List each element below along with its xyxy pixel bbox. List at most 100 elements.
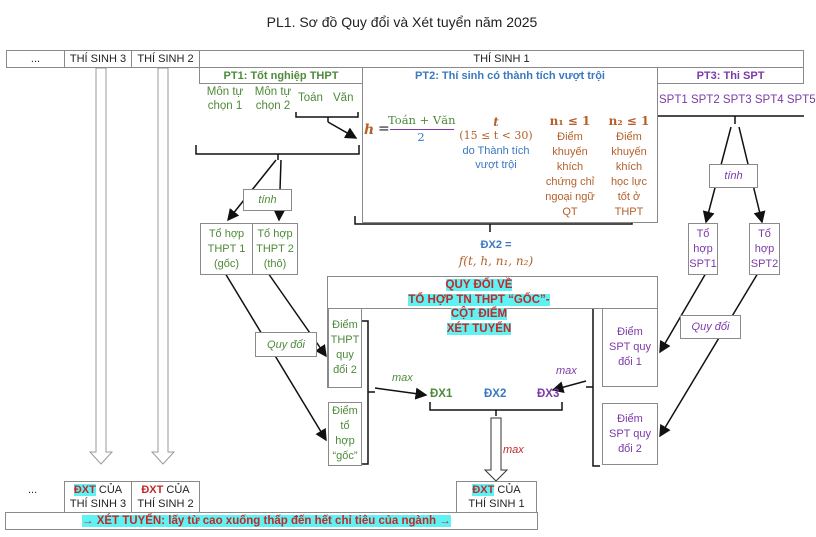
max-right-label: max [556,365,577,377]
spt-converted1-line: Điểm [617,326,643,338]
thpt-combo2: Tổ hợp THPT 2 (thô) [252,223,298,275]
pt3-convert-label: Quy đổi [691,321,730,333]
max-to-dx3-arrow [551,380,587,394]
t-desc-line2: vượt trội [475,159,517,171]
spt-converted1-line: SPT quy [609,341,651,353]
spt-combo2-line: SPT2 [750,257,779,270]
dxt-label: ĐXT [472,484,495,496]
h-equals: = [378,121,390,137]
pt1-header-text: PT1: Tốt nghiệp THPT [223,69,339,82]
bottom-candidate1-label: THÍ SINH 1 [468,498,525,510]
thpt-converted-line: Điểm [332,319,358,331]
of-label: CỦA [494,484,521,496]
dx3-label: ĐX3 [537,388,560,400]
pt2-header-text: PT2: Thí sinh có thành tích vượt trội [415,69,605,82]
h-variable: h [364,122,375,138]
pt3-subjects: SPT1 SPT2 SPT3 SPT4 SPT5 [659,94,816,106]
thpt-converted-line: đổi 2 [333,364,357,376]
dxt-label: ĐXT [73,484,96,496]
conversion-title-line: QUY ĐỔI VỀ [445,279,513,291]
conversion-title-line: TỔ HỢP TN THPT “GỐC”- [408,293,550,306]
n1-description: Điểm khuyến khích chứng chỉ ngoại ngữ QT [540,130,600,220]
thpt-origin-line: hợp [335,435,355,447]
elective2: Môn tự chọn 2 [251,86,295,114]
pt1-convert-label: Quy đổi [267,338,305,351]
thpt-converted-line: THPT [330,334,360,346]
candidate3-label: THÍ SINH 3 [69,53,127,65]
elective2-line2: chọn 2 [255,99,291,112]
bottom-cell-candidate1: ĐXT CỦA THÍ SINH 1 [456,481,537,513]
dx-bracket [429,402,563,416]
max-left-label: max [392,372,413,384]
dxt-label: ĐXT [141,484,164,496]
pt1-header: PT1: Tốt nghiệp THPT [199,67,363,84]
elective1: Môn tự chọn 1 [203,86,247,114]
top-cell-candidate2: THÍ SINH 2 [131,50,200,68]
n2-desc-line: THPT [614,206,644,218]
pt3-convert-box: Quy đổi [680,315,741,339]
admission-note: → XÉT TUYỂN: lấy từ cao xuống thấp đến h… [82,513,451,529]
thpt-converted-score-box: Điểm THPT quy đổi 2 [328,308,362,388]
n1-desc-line: khuyến [552,146,588,158]
spt-converted2-line: đổi 2 [618,442,642,455]
dx2-result-label: ĐX2 [484,388,507,400]
n1-desc-line: khích [556,161,584,173]
top-cell-candidate1: THÍ SINH 1 [199,50,804,68]
spt-combo1-line: SPT1 [689,257,717,270]
n2-description: Điểm khuyến khích học lực tốt ở THPT [602,130,656,220]
thpt-converted-line: quy [336,349,354,361]
spt-combo2-line: Tổ [758,227,771,240]
thpt-combo1-line: (gốc) [213,257,240,270]
candidate2-label: THÍ SINH 2 [137,53,194,65]
h-denominator: 2 [417,130,425,144]
bottom-candidate3-label: THÍ SINH 3 [69,498,127,510]
n1-desc-line: chứng chỉ [545,176,595,188]
pt3-header-text: PT3: Thi SPT [696,69,765,82]
thpt-origin-line: “gốc” [332,450,358,462]
n2-desc-line: tốt ở [617,191,641,203]
candidate3-down-arrow [88,67,114,465]
pt3-compute-box: tính [709,164,758,188]
n2-desc-line: khuyến [611,146,647,158]
thpt-combo2-line: THPT 2 [256,242,294,255]
candidate1-label: THÍ SINH 1 [473,53,530,65]
n2-desc-line: khích [615,161,643,173]
pt2-header: PT2: Thí sinh có thành tích vượt trội [362,67,658,84]
spt-converted2-line: Điểm [617,412,643,425]
spt1-to-converted1-arrow [659,272,707,354]
n1-desc-line: QT [562,206,578,218]
spt-combo1-line: hợp [693,242,713,255]
pt1-bracket [195,145,360,160]
elective1-line1: Môn tự [206,86,244,98]
toan-van-to-h-arrow [327,121,358,139]
h-numerator: Toán + Văn [388,113,456,127]
spt-combo2-line: hợp [754,242,775,255]
thpt-origin-line: tổ [340,420,350,432]
thpt-origin-score-box: Điểm tổ hợp “gốc” [328,402,362,466]
thpt-combo2-line: (thô) [263,257,287,270]
admission-note-text: → XÉT TUYỂN: lấy từ cao xuống thấp đến h… [82,515,451,527]
max-to-dx1-arrow [374,387,428,400]
n1-desc-line: Điểm [557,131,583,143]
max-bottom-label: max [503,444,524,456]
spt2-to-converted2-arrow [659,272,759,438]
thpt-combo1-line: Tổ hợp [208,227,245,240]
conversion-title: QUY ĐỔI VỀ TỔ HỢP TN THPT “GỐC”- CỘT ĐIỂ… [327,278,631,336]
n2-desc-line: học lực [610,176,648,188]
math-subject: Toán [298,92,323,104]
bottom-cell-candidate2: ĐXT CỦA THÍ SINH 2 [131,481,200,513]
top-cell-ellipsis: ... [6,50,65,68]
toan-van-bracket [295,112,359,122]
pt1-convert-box: Quy đổi [255,332,317,357]
ellipsis-text: ... [30,53,41,65]
n2-desc-line: Điểm [616,131,642,143]
spt-converted1-box: Điểm SPT quy đổi 1 [602,308,658,387]
of-label: CỦA [163,484,190,496]
conversion-title-line: XÉT TUYỂN [446,322,512,335]
h-fraction-bar [390,129,454,130]
spt-combo1-line: Tổ [696,227,710,240]
final-down-arrow [483,417,509,482]
t-desc-line1: do Thành tích [462,145,530,157]
n1-condition: n₁ ≤ 1 [549,114,591,128]
pt1-compute-box: tính [243,189,292,211]
